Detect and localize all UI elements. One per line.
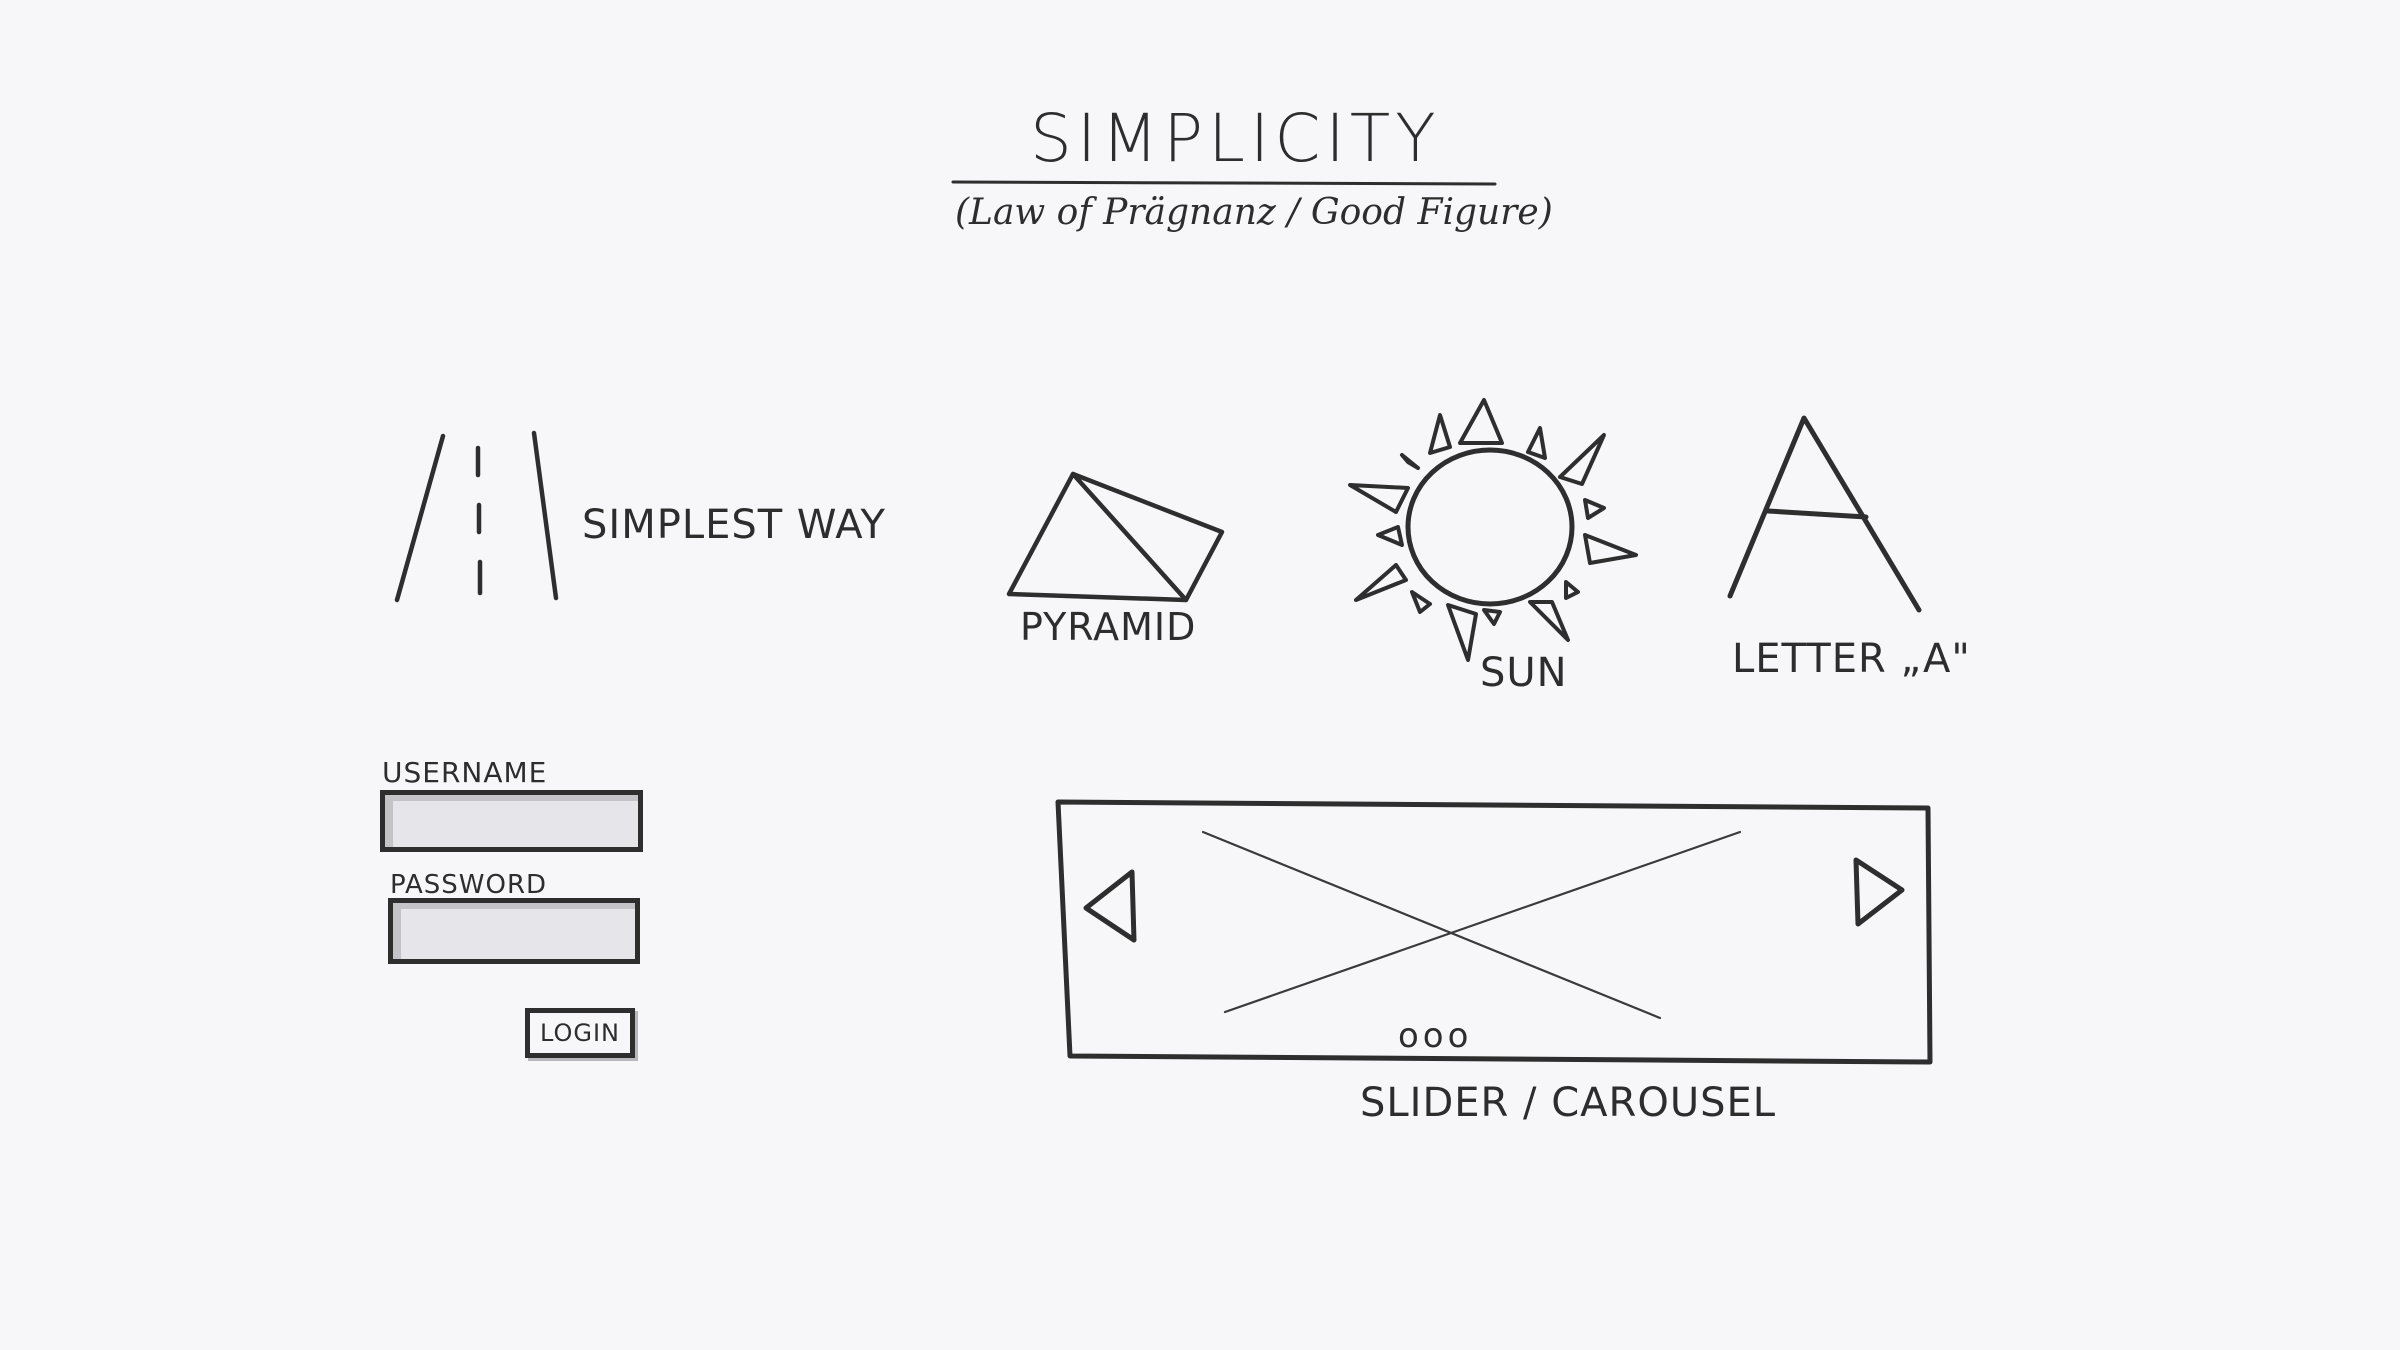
pyramid-label: PYRAMID <box>1020 605 1197 649</box>
password-input[interactable] <box>393 903 635 959</box>
password-field-box <box>388 898 640 964</box>
username-field-box <box>380 790 643 852</box>
slider-caption: SLIDER / CAROUSEL <box>1360 1080 1777 1126</box>
slider-dots[interactable]: ooo <box>1398 1016 1473 1056</box>
road-label: SIMPLEST WAY <box>582 502 886 548</box>
page-subtitle: (Law of Prägnanz / Good Figure) <box>955 192 1553 233</box>
password-label: PASSWORD <box>390 870 548 900</box>
page-title: SIMPLICITY <box>1030 100 1441 177</box>
title-underline <box>951 180 1497 186</box>
login-button[interactable]: LOGIN <box>525 1008 635 1058</box>
slider-next-icon[interactable] <box>1848 854 1908 934</box>
road-icon <box>394 430 559 603</box>
image-placeholder-icon <box>1201 830 1742 1020</box>
letter-a-label: LETTER „A" <box>1732 636 1971 682</box>
sun-icon <box>1348 398 1638 662</box>
letter-a-icon <box>1727 415 1922 613</box>
username-label: USERNAME <box>382 756 548 789</box>
slider-frame <box>1055 799 1933 1065</box>
slider-prev-icon[interactable] <box>1080 866 1140 946</box>
sun-label: SUN <box>1480 650 1568 696</box>
username-input[interactable] <box>385 795 638 847</box>
pyramid-icon <box>1006 471 1225 603</box>
